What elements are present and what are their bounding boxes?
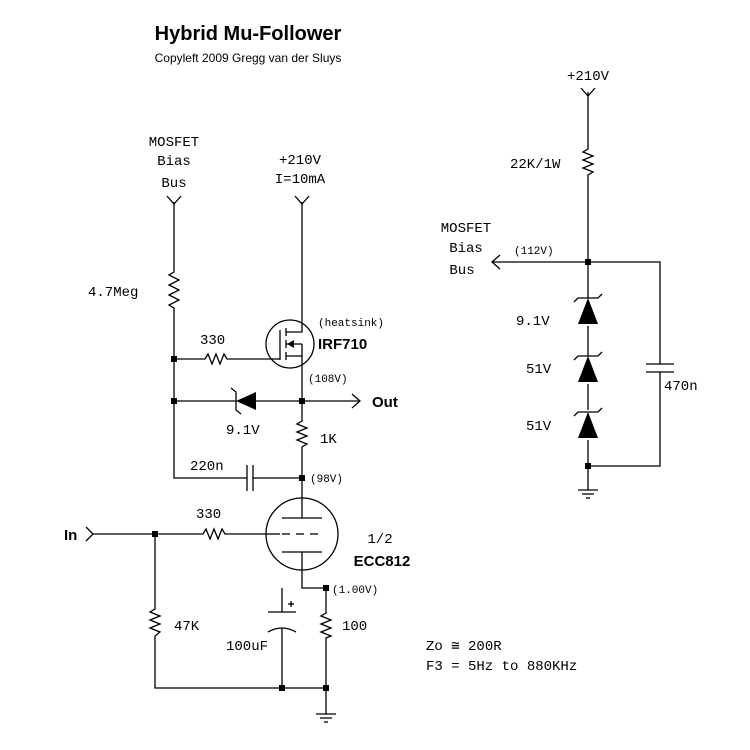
- bias-bus-label-line3: Bus: [161, 176, 186, 192]
- bias-bus-terminal: [166, 195, 182, 205]
- resistor-1k-label: 1K: [320, 432, 337, 448]
- resistor-4-7meg: [167, 268, 181, 312]
- drain-supply-current: I=10mA: [275, 172, 326, 188]
- mosfet-heatsink-note: (heatsink): [318, 318, 384, 330]
- triode-ecc812-symbol: [265, 496, 339, 571]
- zener-9-1v-right-label: 9.1V: [516, 314, 550, 330]
- node-98v-label: (98V): [310, 474, 343, 486]
- right-circuit-wiring: [492, 92, 661, 490]
- capacitor-470n: [646, 363, 674, 373]
- right-bias-bus-label-line1: MOSFET: [441, 221, 491, 237]
- output-impedance-note: Zo ≅ 200R: [426, 639, 502, 655]
- bandwidth-note: F3 = 5Hz to 880KHz: [426, 659, 577, 675]
- tube-part-label: ECC812: [354, 553, 411, 570]
- zener-9-1v-right: [573, 293, 603, 324]
- node-1-00v-label: (1.00V): [332, 585, 378, 597]
- capacitor-470n-label: 470n: [664, 379, 698, 395]
- drain-supply-terminal: [294, 195, 310, 205]
- right-bias-bus-label-line3: Bus: [449, 263, 474, 279]
- bias-bus-label-line2: Bias: [157, 154, 191, 170]
- resistor-1k: [295, 418, 309, 450]
- resistor-330-grid: [200, 527, 228, 541]
- right-bias-bus-terminal: [491, 254, 501, 270]
- right-junctions: [585, 259, 591, 469]
- right-supply-terminal: [580, 87, 596, 97]
- right-supply-voltage: +210V: [567, 69, 610, 85]
- drain-supply-voltage: +210V: [279, 153, 322, 169]
- capacitor-220n-label: 220n: [190, 459, 224, 475]
- tube-half-label: 1/2: [367, 532, 392, 548]
- bias-bus-label-line1: MOSFET: [149, 135, 199, 151]
- right-bias-bus-label-line2: Bias: [449, 241, 483, 257]
- zener-51v-upper-label: 51V: [526, 362, 552, 378]
- zener-51v-lower: [573, 407, 603, 438]
- capacitor-220n: [246, 465, 254, 491]
- mosfet-part-label: IRF710: [318, 336, 367, 353]
- resistor-4-7meg-label: 4.7Meg: [88, 285, 138, 301]
- zener-9-1v-left: [230, 387, 256, 415]
- resistor-100: [319, 610, 333, 640]
- resistor-330-gate: [202, 352, 230, 366]
- resistor-22k-1w: [581, 146, 595, 178]
- left-junctions: [152, 356, 329, 691]
- ground-left: [316, 713, 336, 723]
- output-terminal: [351, 393, 361, 409]
- mosfet-irf710-symbol: [265, 319, 315, 370]
- diagram-title: Hybrid Mu-Follower: [155, 23, 342, 45]
- ground-right: [578, 489, 598, 499]
- input-terminal: [85, 526, 94, 542]
- capacitor-100uf-label: 100uF: [226, 639, 268, 655]
- node-112v-label: (112V): [514, 246, 554, 258]
- zener-51v-upper: [573, 351, 603, 382]
- resistor-47k-label: 47K: [174, 619, 200, 635]
- input-label: In: [64, 527, 77, 544]
- resistor-22k-1w-label: 22K/1W: [510, 157, 561, 173]
- zener-9-1v-left-label: 9.1V: [226, 423, 260, 439]
- node-108v-label: (108V): [308, 374, 348, 386]
- diagram-subtitle: Copyleft 2009 Gregg van der Sluys: [155, 51, 342, 65]
- left-circuit-wiring: [92, 202, 360, 714]
- resistor-47k: [148, 606, 162, 640]
- resistor-100-label: 100: [342, 619, 367, 635]
- zener-51v-lower-label: 51V: [526, 419, 552, 435]
- resistor-330-grid-label: 330: [196, 507, 221, 523]
- capacitor-100uf: [267, 601, 297, 634]
- resistor-330-gate-label: 330: [200, 333, 225, 349]
- output-label: Out: [372, 394, 398, 411]
